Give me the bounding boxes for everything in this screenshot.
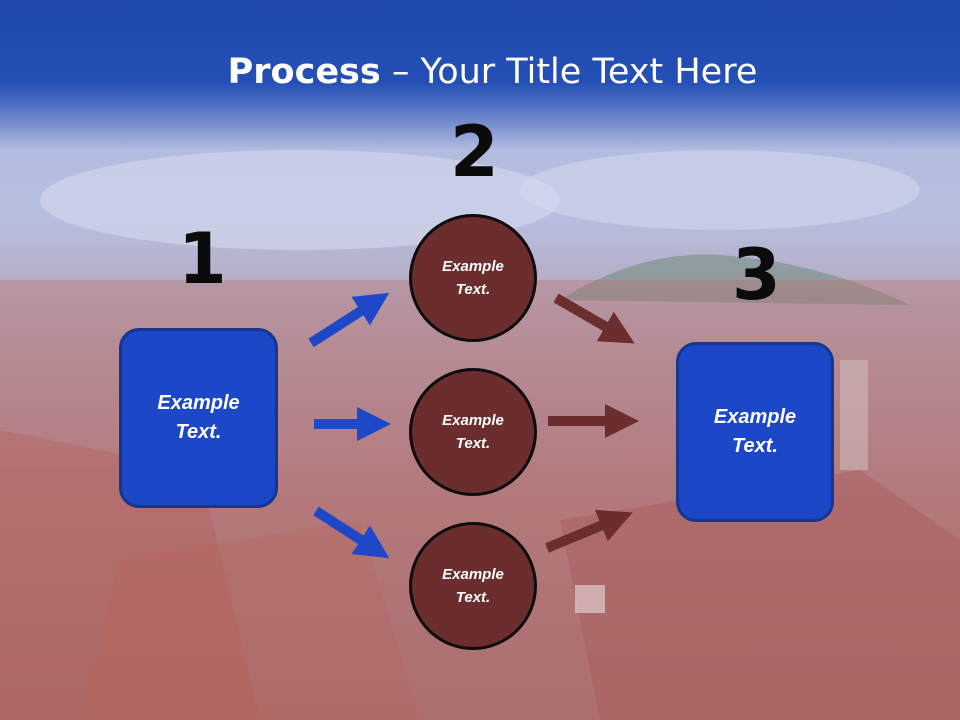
arrow-left-to-top [308,292,390,348]
title-band [0,0,960,150]
circle-bottom-line2: Text. [455,589,491,606]
title-bold: Process [227,52,381,92]
circle-top-line2: Text. [455,281,491,298]
circle-middle: Example Text. [409,368,537,496]
step-number-2: 2 [450,111,499,193]
arrow-left-to-bottom [313,506,390,559]
circle-middle-line1: Example [442,412,504,429]
arrow-bottom-to-right [545,509,633,553]
arrow-top-to-right [553,293,635,344]
circle-bottom-line1: Example [442,566,504,583]
right-box: Example Text. [676,342,834,522]
circle-top-line1: Example [442,258,504,275]
circle-bottom: Example Text. [409,522,537,650]
step-number-1: 1 [178,218,227,300]
step-number-3: 3 [732,234,781,316]
right-box-line1: Example [713,406,797,428]
left-box-line1: Example [157,392,240,414]
left-box-line2: Text. [175,421,222,443]
right-box-line2: Text. [732,435,778,457]
slide-title: Process – Your Title Text Here [0,52,960,92]
left-box: Example Text. [119,328,278,508]
title-rest: – Your Title Text Here [380,52,758,92]
circle-middle-line2: Text. [455,435,491,452]
circle-top: Example Text. [409,214,537,342]
